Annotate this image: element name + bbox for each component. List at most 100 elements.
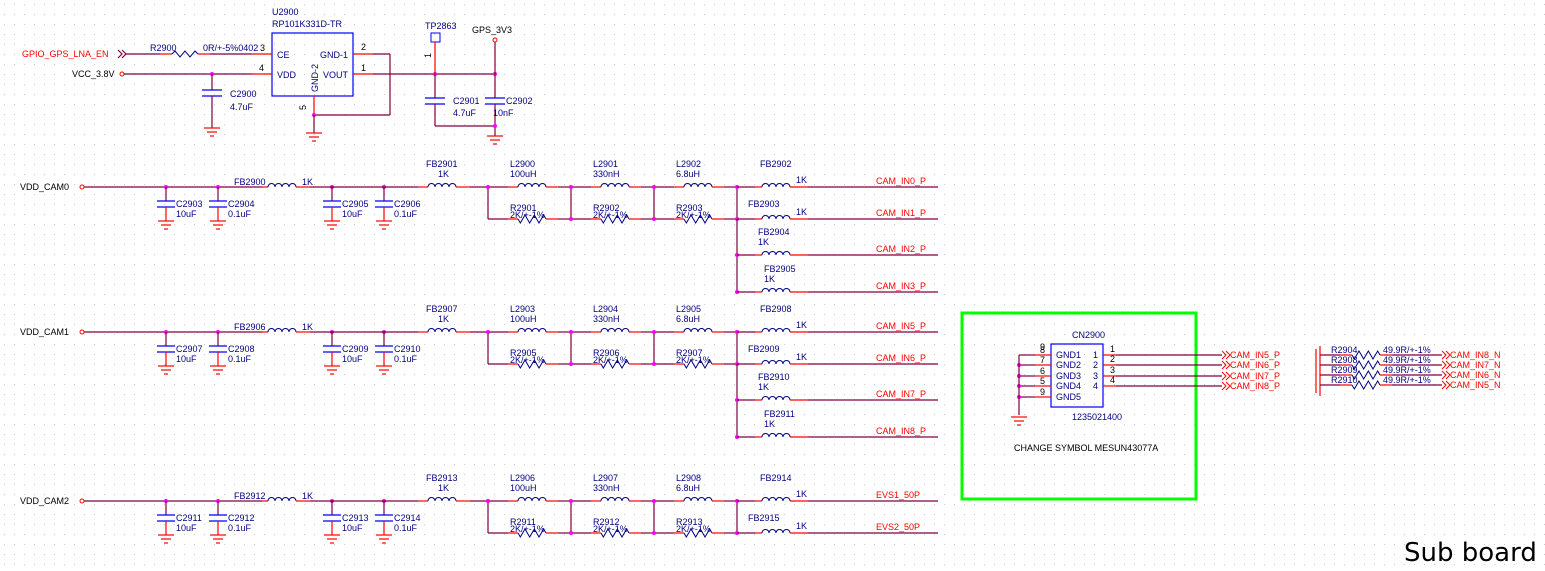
ferrite-bead-icon[interactable] — [761, 360, 791, 365]
junction-dot — [569, 499, 573, 503]
bead-value: 1K — [758, 237, 769, 247]
ferrite-bead-icon[interactable] — [761, 251, 791, 256]
inductor-icon[interactable] — [600, 328, 630, 333]
ground-icon — [324, 534, 340, 544]
resistor-ref: R2912 — [593, 517, 620, 527]
resistor-icon[interactable] — [517, 528, 547, 538]
connector-signal-pin-number: 4 — [1093, 381, 1098, 391]
inductor-icon[interactable] — [600, 497, 630, 502]
inductor-icon[interactable] — [683, 497, 713, 502]
resistor-value: 2K/+-1% — [676, 524, 711, 534]
ground-icon — [204, 127, 220, 137]
connector-pin-number: 9 — [1040, 387, 1045, 397]
net-label: CAM_IN1_P — [876, 208, 926, 218]
resistor-icon[interactable] — [683, 528, 713, 538]
connector-pin-number: 6 — [1040, 366, 1045, 376]
resistor-icon[interactable] — [1351, 360, 1381, 370]
cam-rail-2: VDD_CAM2C291110uFC29120.1uFC291310uFC291… — [20, 473, 938, 544]
resistor-icon[interactable] — [517, 359, 547, 369]
net-label: CAM_IN5_N — [1450, 380, 1501, 390]
bead-value: 1K — [302, 322, 313, 332]
ground-icon — [324, 365, 340, 375]
net-label: CAM_IN7_P — [876, 389, 926, 399]
ferrite-bead-icon[interactable] — [761, 433, 791, 438]
ferrite-bead-icon[interactable] — [427, 183, 457, 188]
ferrite-bead-icon[interactable] — [761, 215, 791, 220]
resistor-icon[interactable] — [1351, 350, 1381, 360]
inductor-icon[interactable] — [600, 183, 630, 188]
resistor-icon[interactable] — [1351, 370, 1381, 380]
inductor-value: 100uH — [510, 314, 537, 324]
capacitor-ref: C2903 — [176, 199, 203, 209]
resistor-value: 2K/+-1% — [593, 210, 628, 220]
inductor-value: 100uH — [510, 169, 537, 179]
ferrite-bead-icon[interactable] — [267, 328, 297, 333]
inductor-ref: L2906 — [510, 473, 535, 483]
bead-value: 1K — [796, 207, 807, 217]
ferrite-bead-icon[interactable] — [427, 497, 457, 502]
resistor-icon[interactable] — [1351, 380, 1381, 390]
ground-icon — [324, 220, 340, 230]
resistor-icon[interactable] — [683, 214, 713, 224]
capacitor-ref: C2910 — [394, 344, 421, 354]
ground-icon — [306, 132, 322, 142]
ground-icon — [158, 365, 174, 375]
ferrite-bead-icon[interactable] — [761, 183, 791, 188]
regulator-body[interactable] — [271, 32, 354, 97]
resistor-value: 2K/+-1% — [510, 355, 545, 365]
termination-value: 49.9R/+-1% — [1383, 355, 1431, 365]
c2902-ref: C2902 — [506, 96, 533, 106]
bead-value: 1K — [796, 175, 807, 185]
ground-icon — [210, 220, 226, 230]
ground-icon — [210, 365, 226, 375]
ferrite-bead-icon[interactable] — [267, 183, 297, 188]
pin-gnd1-label: GND-1 — [320, 50, 348, 60]
inductor-icon[interactable] — [517, 328, 547, 333]
bead-value: 1K — [758, 382, 769, 392]
inductor-value: 330nH — [593, 169, 620, 179]
net-label: CAM_IN6_N — [1450, 370, 1501, 380]
inductor-icon[interactable] — [517, 497, 547, 502]
resistor-icon[interactable] — [683, 359, 713, 369]
resistor-ref: R2901 — [510, 203, 537, 213]
inductor-icon[interactable] — [683, 328, 713, 333]
connector-gnd-pin-name: GND1 — [1056, 350, 1081, 360]
ferrite-bead-icon[interactable] — [761, 396, 791, 401]
resistor-value: 2K/+-1% — [510, 524, 545, 534]
junction-dot — [652, 185, 656, 189]
net-label: CAM_IN8_P — [1230, 381, 1280, 391]
inductor-ref: L2902 — [676, 159, 701, 169]
capacitor-value: 0.1uF — [394, 354, 418, 364]
port-gps-3v3[interactable]: GPS_3V3 — [472, 25, 512, 35]
rail-port-label: VDD_CAM1 — [20, 327, 69, 337]
junction-dot — [486, 330, 490, 334]
capacitor-ref: C2905 — [342, 199, 369, 209]
net-gpio-gps-lna-en[interactable]: GPIO_GPS_LNA_EN — [22, 49, 109, 59]
inductor-ref: L2905 — [676, 304, 701, 314]
net-label: CAM_IN8_N — [1450, 350, 1501, 360]
net-label: CAM_IN7_P — [1230, 371, 1280, 381]
r2900-value: 0R/+-5%0402 — [203, 43, 258, 53]
termination-value: 49.9R/+-1% — [1383, 375, 1431, 385]
ferrite-bead-icon[interactable] — [761, 529, 791, 534]
resistor-r2900-icon[interactable] — [171, 50, 199, 58]
ferrite-bead-icon[interactable] — [761, 497, 791, 502]
resistor-icon[interactable] — [600, 214, 630, 224]
resistor-icon[interactable] — [517, 214, 547, 224]
inductor-icon[interactable] — [683, 183, 713, 188]
connector-outer-pin-number: 3 — [1110, 365, 1115, 375]
inductor-value: 330nH — [593, 483, 620, 493]
ferrite-bead-icon[interactable] — [761, 328, 791, 333]
resistor-icon[interactable] — [600, 528, 630, 538]
inductor-ref: L2901 — [593, 159, 618, 169]
connector-section: CN2900 1235021400 CHANGE SYMBOL MESUN430… — [960, 311, 1280, 501]
inductor-icon[interactable] — [517, 183, 547, 188]
ferrite-bead-icon[interactable] — [427, 328, 457, 333]
bead-value: 1K — [796, 521, 807, 531]
ferrite-bead-icon[interactable] — [267, 497, 297, 502]
resistor-value: 2K/+-1% — [676, 210, 711, 220]
port-vcc-3v8[interactable]: VCC_3.8V — [72, 69, 115, 79]
net-label: CAM_IN3_P — [876, 281, 926, 291]
ferrite-bead-icon[interactable] — [761, 288, 791, 293]
resistor-icon[interactable] — [600, 359, 630, 369]
